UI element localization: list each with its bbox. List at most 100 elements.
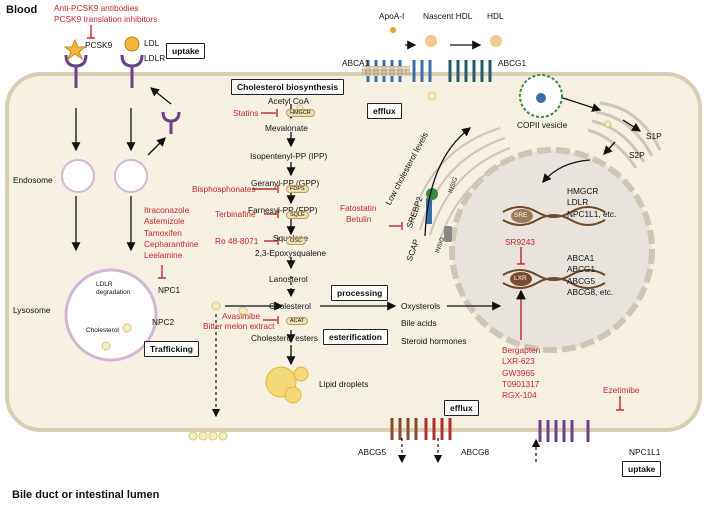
- pcsk9-inhibitor-2: PCSK9 translation inhibitors: [54, 14, 158, 25]
- lxr-element: [510, 272, 532, 286]
- abcg8-label: ABCG8: [461, 447, 490, 457]
- abcg5-label: ABCG5: [358, 447, 387, 457]
- sre-target-3: NPC1L1, etc.: [567, 208, 617, 219]
- srebp-inhibitors: Fatostatin Betulin: [340, 203, 376, 226]
- sre-target-2: LDLR: [567, 197, 589, 208]
- endosome-left: [61, 159, 95, 193]
- pcsk9-inhibitor-1: Anti-PCSK9 antibodies: [54, 3, 139, 13]
- lxr-agonists: Bergapten LXR-623 GW3965 T0901317 RGX-10…: [502, 345, 540, 401]
- oxysterols-label: Oxysterols: [401, 301, 441, 311]
- abcg1-label: ABCG1: [498, 58, 527, 68]
- apoa1-label: ApoA-I: [379, 11, 405, 21]
- bitter-melon-label: Bitter melon extract: [203, 321, 275, 331]
- sre-dna: [502, 206, 606, 226]
- abcg5-abcg8-transporter: [390, 418, 452, 440]
- lanosterol-label: Lanosterol: [269, 274, 308, 284]
- esterification-box: esterification: [323, 329, 388, 345]
- npc2-label: NPC2: [152, 317, 175, 327]
- lxr-agonist-4: T0901317: [502, 378, 540, 389]
- mature-hdl: [490, 35, 502, 47]
- fpp-label: Farnesyl-PP (FPP): [248, 205, 318, 215]
- processing-box: processing: [331, 285, 389, 301]
- lxr-target-4: ABCG8, etc.: [567, 286, 614, 297]
- ldlr-degradation-label: LDLR degradation: [96, 281, 131, 296]
- copii-vesicle: [519, 74, 563, 118]
- abcg1-transporter: [448, 60, 492, 82]
- uptake-box-bottom: uptake: [622, 461, 662, 477]
- terbinafine-label: Terbinafine: [215, 209, 256, 219]
- endosome-right: [114, 159, 148, 193]
- ldlr-receptor-left: [64, 54, 88, 88]
- nascent-hdl-label: Nascent HDL: [423, 11, 473, 21]
- fdps-tag: FDPS: [286, 185, 309, 193]
- gpp-label: Geranyl-PP (GPP): [251, 178, 320, 188]
- statins-label: Statins: [233, 108, 259, 118]
- recycled-ldlr: [161, 111, 181, 134]
- lipid-droplet-mid: [284, 386, 302, 404]
- osc-tag: OSC: [286, 237, 306, 245]
- lxr-agonist-2: LXR-623: [502, 356, 535, 367]
- abca1-label: ABCA1: [342, 58, 370, 68]
- lysosome-vesicle: [64, 268, 158, 362]
- hmgcr-tag: HMGCR: [286, 109, 315, 117]
- betulin-label: Betulin: [346, 214, 372, 225]
- apoa1-particle: [390, 27, 396, 33]
- npc1-inhibitors: Itraconazole Astemizole Tamoxifen Cephar…: [144, 205, 198, 261]
- trafficking-box: Trafficking: [144, 341, 199, 357]
- npc1-label: NPC1: [158, 285, 181, 295]
- npc1l1-label: NPC1L1: [629, 447, 661, 457]
- sre-target-genes: HMGCR LDLR NPC1L1, etc.: [567, 186, 616, 220]
- pcsk9-label: PCSK9: [85, 40, 113, 50]
- cholesterol-particles: [101, 91, 612, 441]
- abca1-transporter: [362, 60, 432, 82]
- bile-acids-label: Bile acids: [401, 318, 437, 328]
- s2p-label: S2P: [629, 150, 645, 160]
- pcsk9-inhibitors: Anti-PCSK9 antibodies PCSK9 translation …: [54, 3, 157, 26]
- lxr-target-genes: ABCA1 ABCG1 ABCG5 ABCG8, etc.: [567, 253, 613, 298]
- efflux-box-bottom: efflux: [444, 400, 479, 416]
- npc1-inhibitor-2: Astemizole: [144, 216, 185, 227]
- lipid-droplets-label: Lipid droplets: [319, 379, 369, 389]
- lxr-dna: [502, 269, 606, 289]
- flow-arrows: [71, 40, 642, 366]
- hdl-label: HDL: [487, 11, 504, 21]
- lipid-droplet-small: [293, 366, 309, 382]
- lxr-agonist-3: GW3965: [502, 367, 535, 378]
- pcsk9-star: [63, 38, 87, 61]
- ezetimibe-label: Ezetimibe: [603, 385, 640, 395]
- ro48-8071-label: Ro 48-8071: [215, 236, 259, 246]
- blood-label: Blood: [6, 4, 38, 16]
- npc1-inhibitor-4: Cepharanthine: [144, 238, 199, 249]
- sqle-tag: SQLE: [286, 211, 309, 219]
- steroid-hormones-label: Steroid hormones: [401, 336, 467, 346]
- sr9243-label: SR9243: [505, 237, 535, 247]
- ldlr-receptor-right: [120, 54, 144, 88]
- inhibition-markers: [87, 25, 624, 411]
- cholesterol-label: Cholesterol: [269, 301, 311, 311]
- dashed-arrows: [211, 276, 541, 464]
- npc1-inhibitor-1: Itraconazole: [144, 205, 190, 215]
- avasimibe-label: Avasimibe: [222, 311, 261, 321]
- lxr-target-3: ABCG5: [567, 275, 596, 286]
- bisphosphonates-label: Bisphosphonates: [192, 184, 256, 194]
- lxr-target-2: ABCG1: [567, 264, 596, 275]
- fatostatin-label: Fatostatin: [340, 203, 377, 213]
- ldlr-label: LDLR: [144, 53, 166, 63]
- sre-element: [511, 209, 533, 223]
- lysosome-label: Lysosome: [13, 305, 51, 315]
- acat-tag: ACAT: [286, 317, 309, 325]
- efflux-box-top: efflux: [367, 103, 402, 119]
- bile-duct-label: Bile duct or intestinal lumen: [12, 489, 160, 501]
- lxr-agonist-1: Bergapten: [502, 345, 541, 355]
- npc1-inhibitor-5: Leelamine: [144, 250, 183, 261]
- lysosome-cholesterol-label: Cholesterol: [86, 327, 119, 334]
- acetyl-coa-label: Acetyl CoA: [268, 96, 310, 106]
- ldl-label: LDL: [144, 38, 160, 48]
- mevalonate-label: Mevalonate: [265, 123, 308, 133]
- lxr-label: LXR: [514, 275, 527, 282]
- ipp-label: Isopentenyl-PP (IPP): [250, 151, 328, 161]
- nucleus: [449, 147, 655, 353]
- cholesterol-biosynthesis-box: Cholesterol biosynthesis: [231, 79, 345, 95]
- cholesterol-esters-label: Cholesterol esters: [251, 333, 318, 343]
- npc1l1-transporter: [538, 420, 590, 442]
